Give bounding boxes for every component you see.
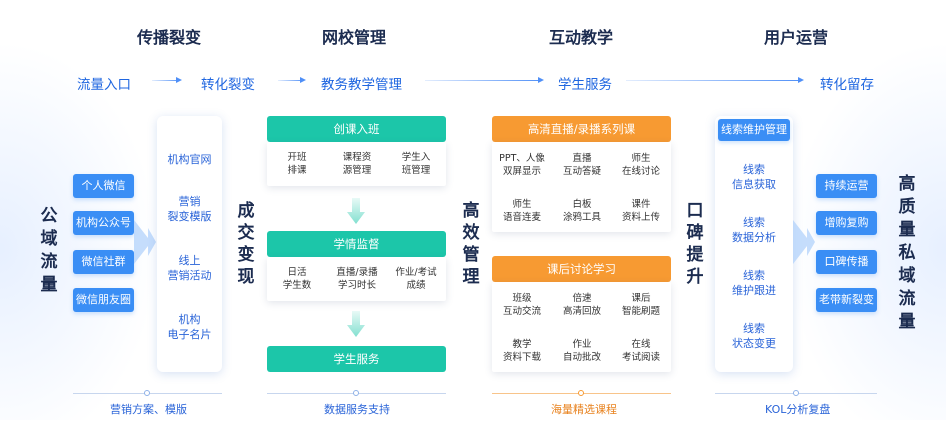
grid-cell: 学生入班管理 <box>401 152 431 176</box>
learning-supervision-bar: 学情监督 <box>267 231 446 257</box>
after-class-grid: 班级互动交流 倍速高清回放 课后智能刷题 教学资料下载 作业自动批改 在线考试阅… <box>492 282 671 372</box>
bottom-dot <box>353 390 359 396</box>
grid-cell: 开班排课 <box>287 152 307 176</box>
grid-cell: 直播互动答疑 <box>562 153 601 177</box>
lead-info-item: 线索信息获取 <box>732 163 776 191</box>
flow-arrow <box>152 77 182 83</box>
after-class-bar: 课后讨论学习 <box>492 256 671 282</box>
flow-arrow <box>425 77 544 83</box>
bottom-label-kol: KOL分析复盘 <box>765 403 831 416</box>
lead-status-item: 线索状态变更 <box>732 322 776 350</box>
section-title-spread: 传播裂变 <box>137 28 202 47</box>
grid-cell: 课件资料上传 <box>621 199 660 223</box>
flow-step-traffic-entry: 流量入口 <box>77 77 131 93</box>
grid-cell: 在线考试阅读 <box>621 339 660 363</box>
funnel-arrow-icon <box>134 220 156 264</box>
channel-continuous-ops: 持续运营 <box>816 174 877 198</box>
flow-arrow <box>626 77 804 83</box>
panel-item-online-activity: 线上营销活动 <box>167 254 212 282</box>
channel-personal-wechat: 个人微信 <box>73 174 134 198</box>
lead-followup-item: 线索维护跟进 <box>732 269 776 297</box>
grid-cell: 师生在线讨论 <box>621 153 660 177</box>
flow-arrow <box>278 77 306 83</box>
panel-item-website: 机构官网 <box>167 153 212 166</box>
bottom-dot <box>578 390 584 396</box>
vertical-label-conversion: 成交变现 <box>237 201 255 287</box>
vertical-label-efficient-management: 高效管理 <box>462 201 480 287</box>
bottom-label-marketing: 营销方案、模版 <box>110 403 187 416</box>
flow-step-academic-management: 教务教学管理 <box>321 77 402 93</box>
section-title-school: 网校管理 <box>322 28 387 47</box>
grid-cell: 直播/录播学习时长 <box>336 267 378 291</box>
channel-wechat-group: 微信社群 <box>73 250 134 274</box>
live-course-bar: 高清直播/录播系列课 <box>492 116 671 142</box>
section-title-teaching: 互动教学 <box>549 28 614 47</box>
grid-cell: 课后智能刷题 <box>621 293 660 317</box>
channel-official-account: 机构公众号 <box>73 211 134 235</box>
live-features-grid: PPT、人像双屏显示 直播互动答疑 师生在线讨论 师生语音连麦 白板涂鸦工具 课… <box>492 142 671 232</box>
lead-analysis-item: 线索数据分析 <box>732 216 776 244</box>
bottom-label-data-service: 数据服务支持 <box>324 403 390 416</box>
grid-cell: 课程资源管理 <box>342 152 372 176</box>
marketing-tools-panel: 机构官网 营销裂变模版 线上营销活动 机构电子名片 <box>157 116 222 372</box>
bottom-dot <box>144 390 150 396</box>
flow-step-conversion: 转化裂变 <box>201 77 255 93</box>
grid-cell: 师生语音连麦 <box>502 199 541 223</box>
lead-management-panel: 线索维护管理 线索信息获取 线索数据分析 线索维护跟进 线索状态变更 <box>715 116 793 372</box>
enrollment-grid: 开班排课 课程资源管理 学生入班管理 <box>267 142 446 186</box>
channel-referral: 老带新裂变 <box>816 288 877 312</box>
grid-cell: 倍速高清回放 <box>562 293 601 317</box>
private-traffic-label: 高质量私域流量 <box>898 174 916 332</box>
channel-repurchase: 增购复购 <box>816 211 877 235</box>
grid-cell: 作业/考试成绩 <box>395 267 437 291</box>
grid-cell: 日活学生数 <box>282 267 312 291</box>
public-traffic-label: 公域流量 <box>40 206 58 295</box>
down-arrow-icon <box>347 198 365 224</box>
grid-cell: 白板涂鸦工具 <box>562 199 601 223</box>
channel-moments: 微信朋友圈 <box>73 288 134 312</box>
student-service-bar: 学生服务 <box>267 346 446 372</box>
channel-word-of-mouth: 口碑传播 <box>816 250 877 274</box>
flow-step-student-service: 学生服务 <box>558 77 612 93</box>
grid-cell: 教学资料下载 <box>502 339 541 363</box>
section-title-operations: 用户运营 <box>764 28 829 47</box>
funnel-arrow-icon <box>793 220 815 264</box>
course-enrollment-bar: 创课入班 <box>267 116 446 142</box>
supervision-grid: 日活学生数 直播/录播学习时长 作业/考试成绩 <box>267 257 446 301</box>
bottom-dot <box>793 390 799 396</box>
down-arrow-icon <box>347 311 365 337</box>
grid-cell: PPT、人像双屏显示 <box>499 153 545 177</box>
vertical-label-reputation: 口碑提升 <box>686 201 704 287</box>
grid-cell: 作业自动批改 <box>562 339 601 363</box>
lead-management-bar: 线索维护管理 <box>718 119 790 141</box>
grid-cell: 班级互动交流 <box>502 293 541 317</box>
panel-item-fission-template: 营销裂变模版 <box>167 195 212 223</box>
panel-item-business-card: 机构电子名片 <box>167 313 212 341</box>
bottom-label-courses: 海量精选课程 <box>551 403 617 416</box>
flow-step-retention: 转化留存 <box>820 77 874 93</box>
